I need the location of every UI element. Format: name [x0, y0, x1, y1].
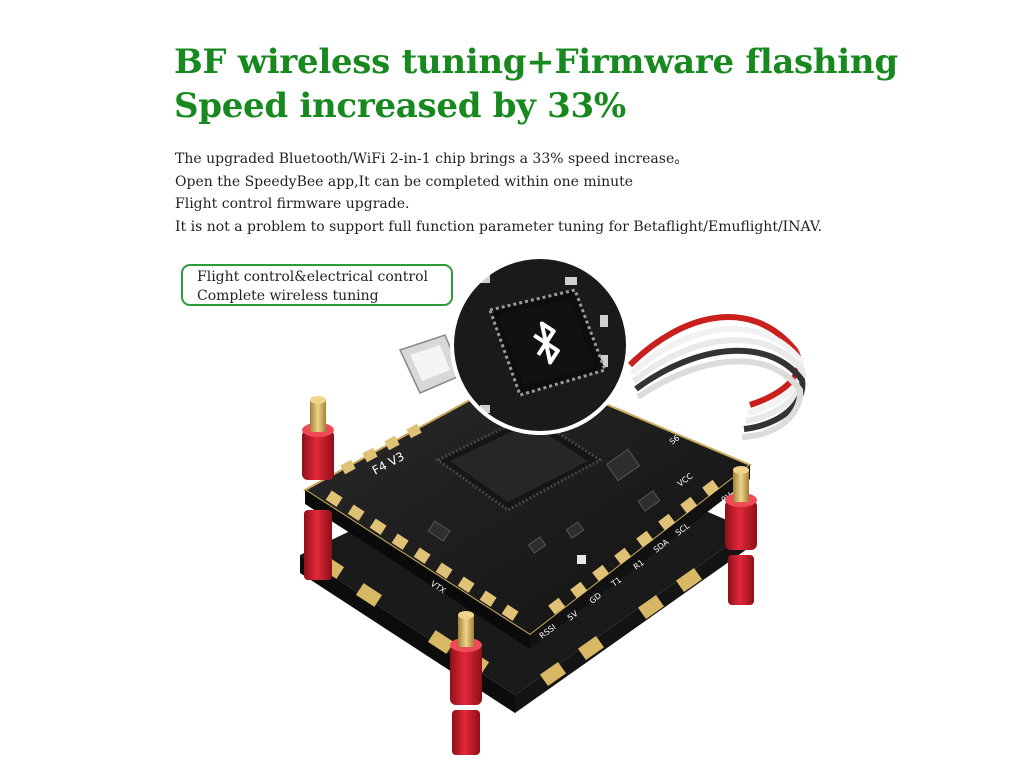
standoff-right — [725, 466, 757, 605]
headline: BF wireless tuning+Firmware flashing Spe… — [174, 40, 898, 128]
barometer-sensor — [577, 555, 586, 564]
standoff-left — [302, 396, 334, 580]
headline-line-2: Speed increased by 33% — [174, 86, 626, 126]
flight-controller-image: F4 V3 RSSI 5V GD T1 R1 SDA SCL VCC 9V VT… — [300, 255, 806, 755]
magnifier-lens — [450, 255, 630, 435]
bluetooth-icon — [533, 321, 560, 365]
callout-bubble: Flight control&electrical control Comple… — [181, 264, 453, 306]
wire-harness — [627, 314, 806, 440]
description: The upgraded Bluetooth/WiFi 2-in-1 chip … — [175, 148, 822, 238]
usb-c-port — [398, 334, 463, 394]
description-line: Flight control firmware upgrade. — [175, 196, 410, 212]
fc-board: F4 V3 RSSI 5V GD T1 R1 SDA SCL VCC 9V VT… — [303, 368, 752, 649]
description-line: Open the SpeedyBee app,It can be complet… — [175, 173, 634, 190]
callout-line-1: Flight control&electrical control — [197, 269, 429, 285]
description-line: It is not a problem to support full func… — [175, 218, 822, 235]
mcu-chip — [435, 413, 603, 512]
standoff-front — [450, 611, 482, 755]
label-cam: CAM — [686, 411, 706, 429]
callout-line-2: Complete wireless tuning — [197, 288, 379, 304]
headline-line-1: BF wireless tuning+Firmware flashing — [174, 42, 898, 82]
description-line: The upgraded Bluetooth/WiFi 2-in-1 chip … — [175, 151, 689, 167]
